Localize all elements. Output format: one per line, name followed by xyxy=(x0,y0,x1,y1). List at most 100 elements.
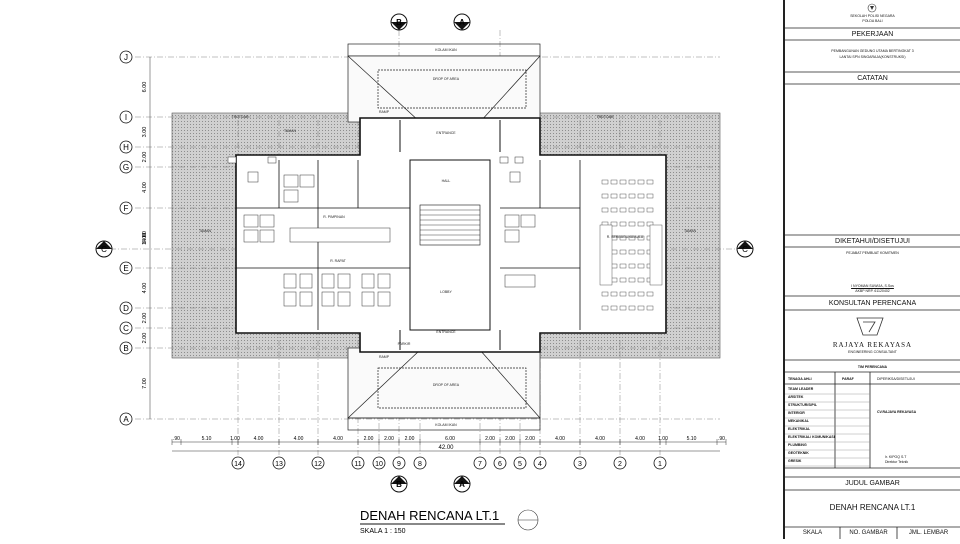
tim-heading: TIM PERENCANA xyxy=(857,365,888,369)
director-name: Ir. KIPOQ S.T xyxy=(885,455,907,459)
label-taman-left: TAMAN xyxy=(199,229,211,233)
catatan-heading: CATATAN xyxy=(857,75,888,82)
col-dim-8: 2.00 xyxy=(405,436,415,442)
tim-row-7: PLUMBING xyxy=(788,443,807,447)
grid-row-bubble-i: I xyxy=(119,110,133,124)
section-marker-b-bottom: B xyxy=(390,475,408,493)
svg-text:E: E xyxy=(123,264,128,273)
grid-row-bubble-d: D xyxy=(119,301,133,315)
col-dim-5: 4.00 xyxy=(333,436,343,442)
row-dim-4: 6.00 xyxy=(142,233,148,244)
drawing-scale: SKALA 1 : 150 xyxy=(360,528,406,535)
grid-col-bubble-11: 11 xyxy=(351,456,365,470)
row-dim-5: 4.00 xyxy=(142,283,148,294)
section-a-top-label: A xyxy=(459,18,465,27)
label-serbaguna: R. SERBAGUNA/AULA xyxy=(607,235,644,239)
tim-row-6: ELEKTRIKAL/ KOMUNIKASI xyxy=(788,435,835,439)
grid-col-bubble-1: 1 xyxy=(653,456,667,470)
toilet-fixtures xyxy=(227,156,524,183)
svg-text:5: 5 xyxy=(518,461,522,468)
label-trotoar-right: TROTOAR xyxy=(596,115,614,119)
owner-line-2: POLDA BALI xyxy=(862,19,883,23)
row-dim-3: 4.00 xyxy=(142,182,148,193)
overall-dimension-label: 42.00 xyxy=(438,445,454,451)
col-dim-12: 2.00 xyxy=(525,436,535,442)
col-dim-0: .90 xyxy=(173,436,180,442)
label-kolam-bottom: KOLAM IKAN xyxy=(435,423,457,427)
section-b-bottom-label: B xyxy=(396,480,402,489)
label-pimpinan: R. PIMPINAN xyxy=(323,215,345,219)
tim-col-tenaga: TENAGA AHLI xyxy=(788,377,812,381)
row-dim-8: 7.00 xyxy=(142,378,148,389)
grid-row-bubble-g: G xyxy=(119,160,133,174)
label-lobby: LOBBY xyxy=(440,290,452,294)
svg-text:14: 14 xyxy=(234,461,242,468)
label-hall: HALL xyxy=(442,179,451,183)
grid-col-bubble-13: 13 xyxy=(272,456,286,470)
row-dimension-string: 6.003.002.004.006.004.002.002.007.0014.0… xyxy=(142,57,151,419)
footer-skala: SKALA xyxy=(802,530,823,536)
col-dim-16: 1.00 xyxy=(658,436,668,442)
grid-row-bubble-c: C xyxy=(119,321,133,335)
row-dim-total: 14.00 xyxy=(142,231,148,245)
drawing-title-block: DENAH RENCANA LT.1 SKALA 1 : 150 xyxy=(360,508,539,535)
konsultan-heading: KONSULTAN PERENCANA xyxy=(828,300,917,307)
svg-text:11: 11 xyxy=(354,461,361,468)
label-entrance-top: ENTRANCE xyxy=(436,131,456,135)
pekerjaan-heading: PEKERJAAN xyxy=(851,31,894,38)
owner-line-1: SEKOLAH POLISI NEGARA xyxy=(850,14,895,18)
label-taman-top: TAMAN xyxy=(284,129,296,133)
svg-text:9: 9 xyxy=(397,461,401,468)
room-labels: KOLAM IKAN DROP OF AREA ENTRANCE HALL LO… xyxy=(199,48,696,427)
row-dim-1: 3.00 xyxy=(142,127,148,138)
grid-col-bubble-12: 12 xyxy=(311,456,325,470)
svg-text:7: 7 xyxy=(478,461,482,468)
label-parkir: PARKIR xyxy=(398,342,411,346)
row-dim-7: 2.00 xyxy=(142,333,148,344)
pekerjaan-text: PEMBANGUNAN GEDUNG UTAMA BERTINGKAT 3 LA… xyxy=(785,48,960,60)
diketahui-sub: PEJABAT PEMBUAT KOMITMEN xyxy=(846,251,899,255)
firm-name: RAJAYA REKAYASA xyxy=(832,341,913,349)
grid-col-bubble-10: 10 xyxy=(372,456,386,470)
row-dim-2: 2.00 xyxy=(142,152,148,163)
grid-row-bubble-f: F xyxy=(119,201,133,215)
col-dim-2: 1.00 xyxy=(230,436,240,442)
entrance-canopy-bottom xyxy=(347,347,541,431)
grid-row-bubble-a: A xyxy=(119,412,133,426)
col-dim-3: 4.00 xyxy=(254,436,264,442)
col-dim-13: 4.00 xyxy=(555,436,565,442)
section-b-top-label: B xyxy=(396,18,402,27)
col-dim-17: 5.10 xyxy=(687,436,697,442)
auditorium-seats xyxy=(599,179,663,311)
label-taman-right: TAMAN xyxy=(684,229,696,233)
tim-row-1: ARSITEK xyxy=(788,395,804,399)
grid-row-bubble-b: B xyxy=(119,341,133,355)
grid-col-bubble-2: 2 xyxy=(613,456,627,470)
rajaya-rekayasa-logo-icon xyxy=(856,317,884,336)
svg-text:12: 12 xyxy=(314,461,322,468)
tim-row-3: INTERIOR xyxy=(788,411,805,415)
title-block: SEKOLAH POLISI NEGARA POLDA BALI PEKERJA… xyxy=(783,0,960,539)
label-drop-off-bottom: DROP OF AREA xyxy=(433,383,460,387)
tim-row-5: ELEKTRIKAL xyxy=(788,427,811,431)
col-dim-4: 4.00 xyxy=(294,436,304,442)
section-c-left-label: C xyxy=(101,245,107,254)
entrance-canopy-top xyxy=(347,43,541,123)
label-drop-off-top: DROP OF AREA xyxy=(433,77,460,81)
judul-heading: JUDUL GAMBAR xyxy=(845,480,900,487)
svg-text:C: C xyxy=(123,324,129,333)
svg-text:1: 1 xyxy=(658,461,662,468)
label-trotoar-left: TROTOAR xyxy=(231,115,249,119)
grid-row-bubble-j: J xyxy=(119,50,133,64)
label-ramp-top: RAMP xyxy=(379,110,390,114)
svg-text:F: F xyxy=(124,204,129,213)
col-dim-7: 2.00 xyxy=(384,436,394,442)
tim-row-9: GRESIK xyxy=(788,459,802,463)
grid-row-bubble-e: E xyxy=(119,261,133,275)
svg-text:A: A xyxy=(123,415,129,424)
label-ramp-bottom: RAMP xyxy=(379,355,390,359)
title-block-frame xyxy=(785,3,960,539)
col-dim-15: 4.00 xyxy=(635,436,645,442)
svg-text:13: 13 xyxy=(275,461,283,468)
